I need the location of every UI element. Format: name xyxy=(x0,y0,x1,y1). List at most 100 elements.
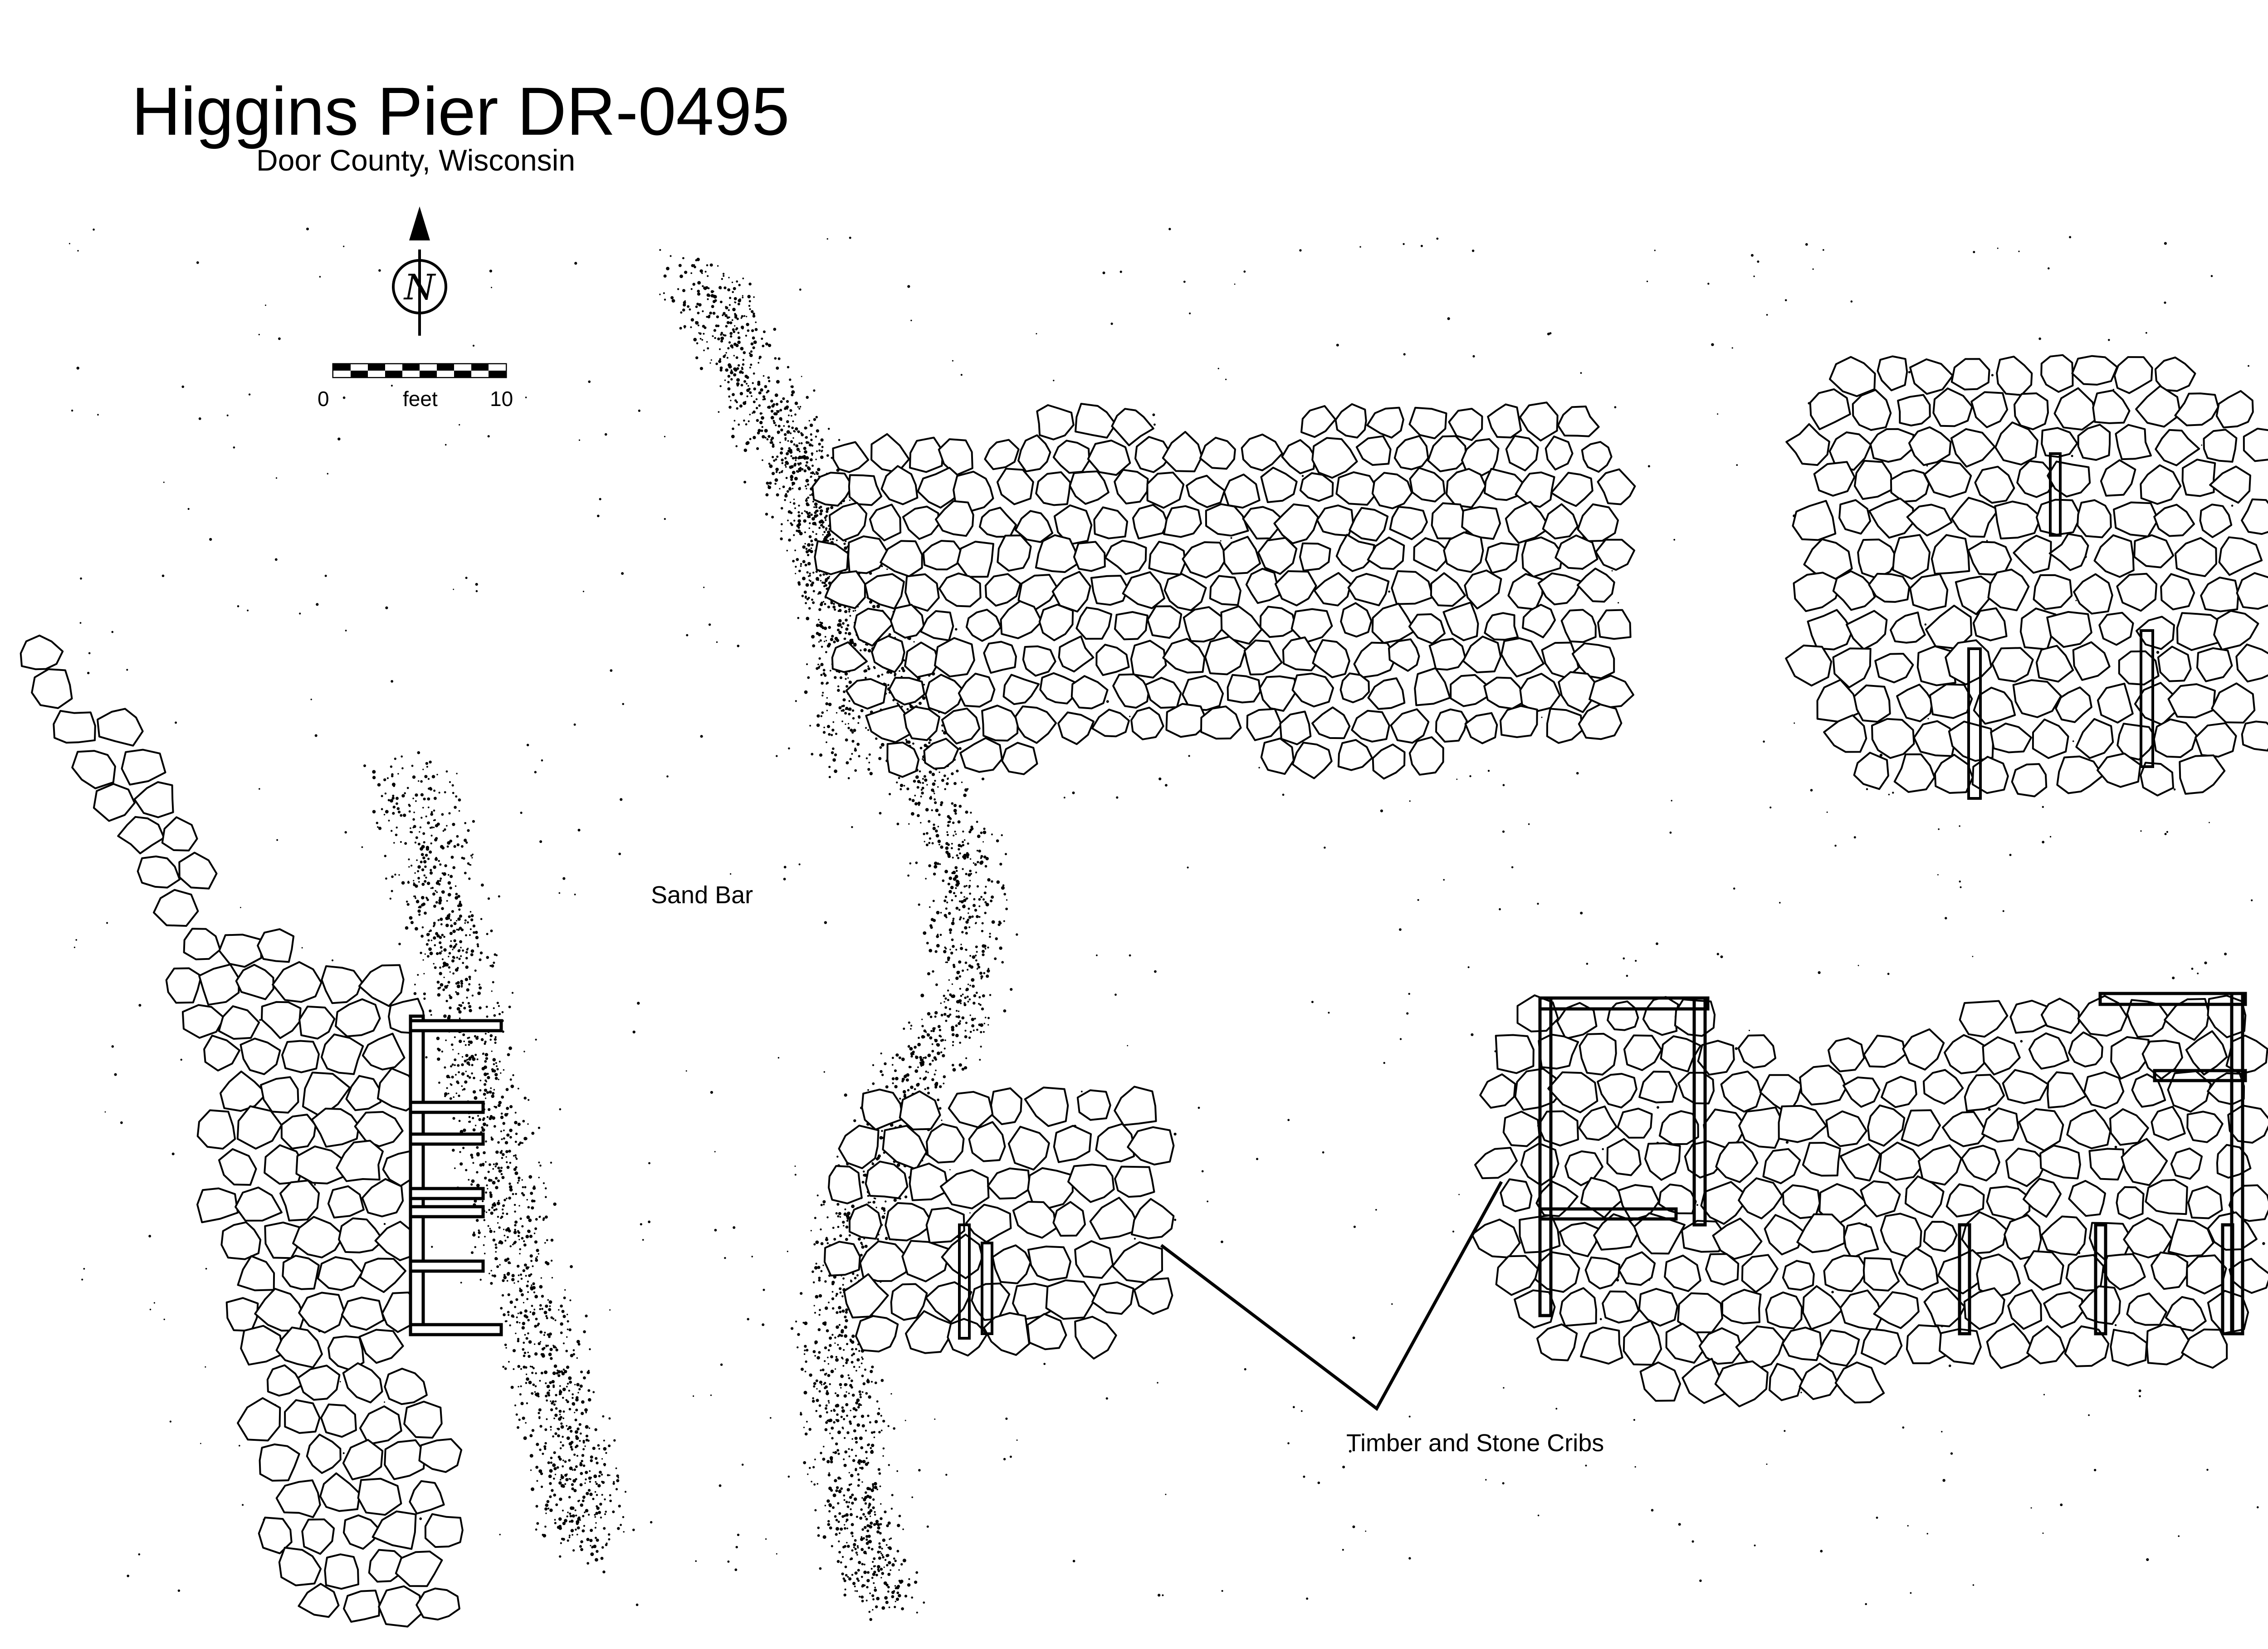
sand-dot xyxy=(2048,267,2050,269)
sand-dot xyxy=(877,1468,880,1471)
sand-dot xyxy=(852,1459,855,1462)
sand-dot xyxy=(424,911,427,915)
sand-dot xyxy=(955,887,957,889)
sand-dot xyxy=(880,743,885,747)
sand-dot xyxy=(866,1487,870,1490)
sand-dot xyxy=(865,1392,868,1395)
sand-dot xyxy=(851,1334,855,1338)
sand-dot xyxy=(1352,1525,1355,1528)
sand-dot xyxy=(544,1261,548,1264)
sand-dot xyxy=(848,1472,850,1473)
sand-dot xyxy=(962,993,964,995)
sand-dot xyxy=(982,898,985,901)
sand-dot xyxy=(807,562,811,566)
sand-dot xyxy=(567,1428,569,1430)
sand-dot xyxy=(489,1272,490,1274)
sand-dot xyxy=(863,1497,866,1501)
sand-dot xyxy=(1794,722,1795,724)
sand-dot xyxy=(577,1526,580,1530)
sand-dot xyxy=(951,872,954,874)
sand-dot xyxy=(819,1414,822,1418)
sand-dot xyxy=(561,1371,563,1374)
sand-dot xyxy=(827,1356,829,1359)
sand-dot xyxy=(617,1477,619,1479)
sand-dot xyxy=(443,976,445,979)
sand-dot xyxy=(960,995,963,997)
sand-dot xyxy=(861,1356,863,1358)
sand-dot xyxy=(481,1067,485,1071)
sand-dot xyxy=(496,1065,498,1067)
sand-dot xyxy=(824,1505,826,1507)
sand-dot xyxy=(815,533,817,535)
sand-dot xyxy=(512,1243,514,1246)
sand-dot xyxy=(825,538,828,542)
sand-dot xyxy=(794,413,797,416)
sand-dot xyxy=(2042,841,2045,844)
sand-dot xyxy=(392,805,396,809)
sand-dot xyxy=(519,1248,521,1251)
sand-dot xyxy=(729,297,732,299)
sand-dot xyxy=(1187,866,1189,869)
sand-dot xyxy=(441,890,445,894)
sand-dot xyxy=(919,1058,923,1062)
sand-dot xyxy=(2224,953,2227,955)
sand-dot xyxy=(825,514,828,517)
sand-dot xyxy=(938,1107,942,1110)
sand-dot xyxy=(438,1081,440,1084)
sand-dot xyxy=(861,1497,863,1499)
sand-dot xyxy=(866,1586,869,1589)
sand-dot xyxy=(718,360,722,363)
sand-dot xyxy=(874,1381,877,1385)
sand-dot xyxy=(504,1258,508,1262)
sand-dot xyxy=(1988,1108,1991,1111)
sand-dot xyxy=(463,1040,465,1042)
sand-dot xyxy=(556,1466,559,1469)
sand-dot xyxy=(475,936,479,939)
sand-dot xyxy=(970,825,973,828)
sand-dot xyxy=(1258,767,1260,768)
sand-dot xyxy=(550,1457,553,1459)
sand-dot xyxy=(489,1034,493,1037)
sand-dot xyxy=(734,399,737,402)
sand-dot xyxy=(690,272,693,274)
sand-dot xyxy=(982,831,987,834)
sand-dot xyxy=(1096,954,1098,956)
sand-dot xyxy=(471,994,474,997)
sand-dot xyxy=(2164,833,2167,835)
sand-dot xyxy=(670,296,674,299)
sand-dot xyxy=(827,1523,831,1526)
sand-dot xyxy=(784,464,787,466)
sand-dot xyxy=(962,969,964,972)
sand-dot xyxy=(723,286,727,289)
sand-dot xyxy=(865,1600,868,1602)
sand-dot xyxy=(883,1566,885,1568)
sand-dot xyxy=(1408,1557,1411,1560)
sand-dot xyxy=(589,1492,593,1496)
sand-dot xyxy=(449,944,453,948)
sand-dot xyxy=(577,1517,581,1521)
sand-dot xyxy=(844,1450,848,1454)
sand-dot xyxy=(786,490,789,493)
sand-dot xyxy=(805,550,809,553)
sand-dot xyxy=(933,872,936,876)
sand-dot xyxy=(888,633,891,636)
sand-dot xyxy=(501,1011,504,1013)
sand-dot xyxy=(966,852,969,855)
sand-dot xyxy=(958,805,962,808)
sand-dot xyxy=(838,1334,841,1337)
sand-dot xyxy=(846,1219,849,1222)
sand-dot xyxy=(1165,784,1168,787)
sand-dot xyxy=(471,1156,474,1159)
sand-dot xyxy=(1959,881,1961,883)
sand-dot xyxy=(980,895,982,898)
sand-dot xyxy=(498,1013,501,1015)
sand-dot xyxy=(498,1101,502,1105)
sand-dot xyxy=(599,1502,602,1506)
sand-dot xyxy=(580,1540,583,1543)
sand-dot xyxy=(934,865,938,869)
sand-dot xyxy=(749,438,752,440)
sand-dot xyxy=(419,826,422,829)
sand-dot xyxy=(417,842,420,846)
sand-dot xyxy=(707,298,709,300)
sand-dot xyxy=(472,1117,474,1120)
